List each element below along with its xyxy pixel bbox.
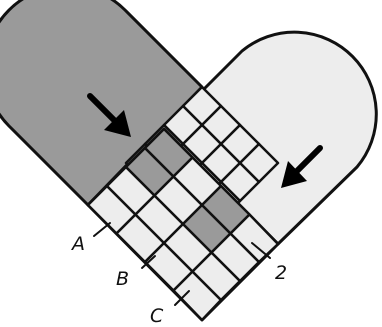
leader-2 bbox=[251, 242, 271, 259]
label-c: C bbox=[150, 305, 164, 327]
arrow-down-right-icon bbox=[87, 93, 131, 137]
label-2: 2 bbox=[275, 262, 287, 284]
right-heart-lobe bbox=[162, 30, 378, 246]
leader-b bbox=[141, 255, 156, 269]
label-b: B bbox=[116, 268, 129, 290]
leader-c bbox=[174, 290, 190, 306]
weave-cell bbox=[229, 213, 280, 264]
lower-weave bbox=[86, 127, 280, 322]
label-leaders bbox=[93, 222, 271, 306]
leader-a bbox=[93, 222, 111, 237]
arrow-down-left-icon bbox=[281, 145, 323, 188]
left-heart-lobe bbox=[0, 0, 204, 207]
label-a: A bbox=[70, 233, 85, 255]
